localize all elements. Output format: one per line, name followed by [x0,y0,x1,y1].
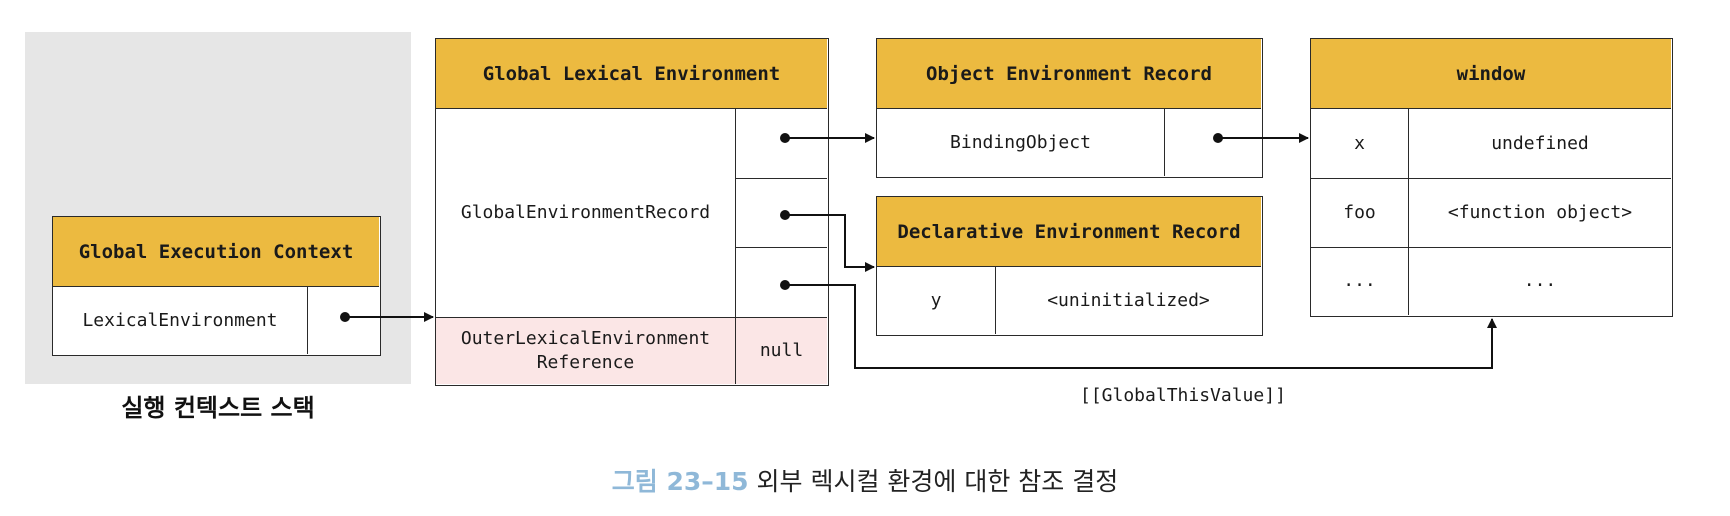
object-environment-record: Object Environment Record BindingObject [876,38,1263,178]
der-value-y: <uninitialized> [1047,289,1210,311]
der-key-y: y [930,289,942,311]
binding-object-key: BindingObject [950,131,1091,153]
der-title: Declarative Environment Record [877,197,1261,267]
pointer-dot [780,280,790,290]
window-key-x: x [1354,132,1365,154]
figure-caption-text: 외부 렉시컬 환경에 대한 참조 결정 [756,467,1119,496]
stack-label: 실행 컨텍스트 스택 [121,394,315,422]
window-title: window [1311,39,1671,109]
figure-number: 그림 23–15 [611,467,749,496]
global-this-value-label: [[GlobalThisValue]] [1080,385,1286,406]
figure-caption: 그림 23–15 외부 렉시컬 환경에 대한 참조 결정 [0,462,1730,498]
global-execution-context: Global Execution Context LexicalEnvironm… [52,216,381,356]
window-value-ellipsis: ... [1523,270,1557,291]
window-object: window x undefined foo <function object>… [1310,38,1673,317]
pointer-dot [780,133,790,143]
outer-lexical-environment-reference: OuterLexicalEnvironment Reference [436,317,735,384]
window-key-ellipsis: ... [1343,270,1376,291]
global-lexical-environment: Global Lexical Environment GlobalEnviron… [435,38,829,386]
declarative-environment-record: Declarative Environment Record y <uninit… [876,196,1263,336]
gec-title: Global Execution Context [53,217,379,287]
pointer-dot [340,312,350,322]
global-environment-record-label: GlobalEnvironmentRecord [460,202,711,223]
gle-title: Global Lexical Environment [436,39,827,109]
window-key-foo: foo [1343,201,1376,223]
pointer-dot [780,210,790,220]
oer-title: Object Environment Record [877,39,1261,109]
declarative-record-arrow [785,214,875,272]
window-value-foo: <function object> [1447,201,1633,223]
window-value-x: undefined [1491,132,1589,154]
global-this-arrow [785,284,1497,369]
pointer-dot [1213,133,1223,143]
outer-reference-value: null [736,317,827,384]
lexical-environment-key: LexicalEnvironment [82,309,278,331]
